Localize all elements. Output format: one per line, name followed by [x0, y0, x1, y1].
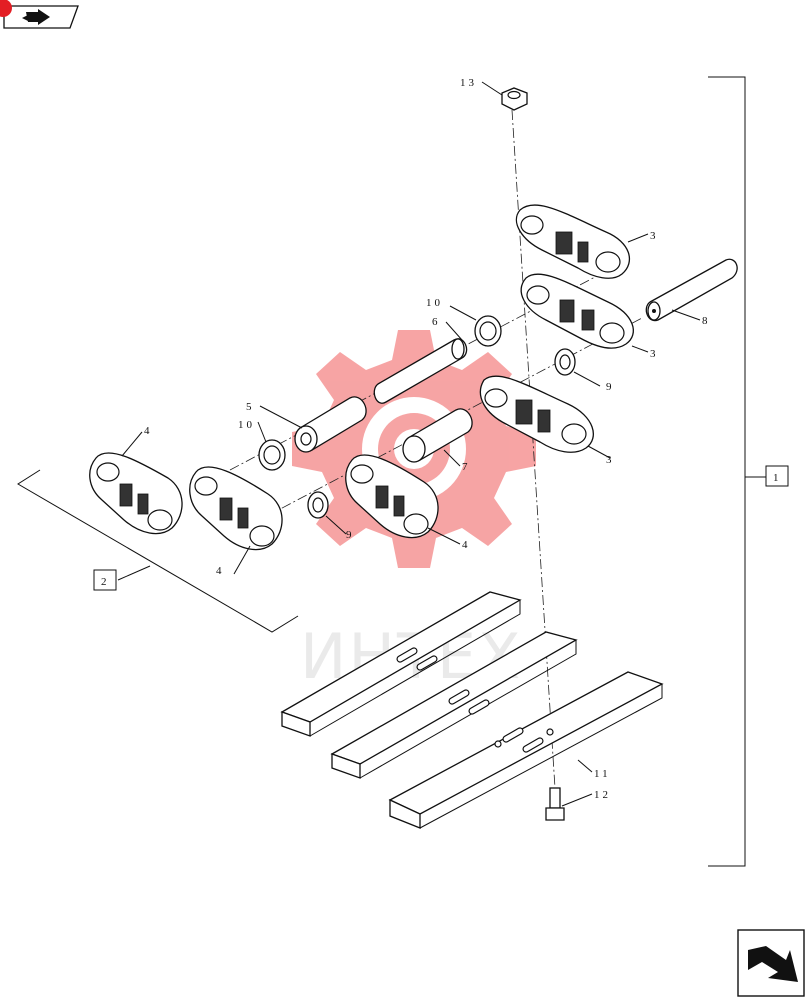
part-13-nut: [501, 87, 528, 111]
part-4-link-center: [189, 466, 283, 551]
part-6-pin: [373, 338, 468, 404]
callout-4-left: 4: [144, 425, 153, 437]
callout-10-upper: 10: [426, 297, 443, 309]
callout-3-top: 3: [650, 230, 659, 242]
part-12-bolt: [545, 787, 565, 821]
callout-2: 2: [101, 576, 107, 588]
part-11-shoe-back: [280, 591, 522, 737]
callout-5: 5: [246, 401, 255, 413]
part-8-pin: [645, 258, 738, 322]
callout-4-center: 4: [216, 565, 225, 577]
part-3-link-top: [515, 204, 631, 279]
part-3-link-middle: [520, 273, 634, 349]
callout-8: 8: [702, 315, 711, 327]
red-badge: [0, 0, 12, 17]
callout-1: 1: [773, 472, 779, 484]
callout-12: 12: [594, 789, 611, 801]
part-11-shoe-middle: [330, 631, 578, 779]
callout-3-middle: 3: [650, 348, 659, 360]
part-5-bushing: [294, 396, 367, 453]
callout-4-right: 4: [462, 539, 471, 551]
callout-9-left: 9: [346, 529, 355, 541]
assembly-bracket-1: [708, 76, 766, 867]
callout-6: 6: [432, 316, 441, 328]
callout-9-right: 9: [606, 381, 615, 393]
callout-13: 13: [460, 77, 477, 89]
part-9-spacer-right: [554, 348, 576, 376]
arrow-left-icon: [22, 9, 50, 25]
back-nav-button[interactable]: [0, 0, 79, 29]
part-9-spacer-left: [307, 491, 329, 519]
part-10-seal-lower: [258, 439, 286, 471]
callout-10-lower: 10: [238, 419, 255, 431]
callout-7: 7: [462, 461, 471, 473]
part-10-seal-upper: [474, 315, 502, 347]
part-11-shoe-front: [388, 671, 664, 829]
part-7-bushing: [402, 408, 473, 463]
callout-box-2[interactable]: 2: [93, 569, 117, 591]
callout-11: 11: [594, 768, 611, 780]
leader-lines: [121, 81, 701, 807]
part-4-link-right: [345, 454, 439, 539]
next-nav-button[interactable]: [737, 929, 805, 997]
callout-3-bottom: 3: [606, 454, 615, 466]
arrow-right-icon: [748, 946, 798, 982]
part-3-link-bottom: [479, 375, 594, 453]
part-4-link-left: [89, 452, 183, 535]
assembly-bracket-2: [17, 469, 299, 633]
callout-box-1[interactable]: 1: [765, 465, 789, 487]
